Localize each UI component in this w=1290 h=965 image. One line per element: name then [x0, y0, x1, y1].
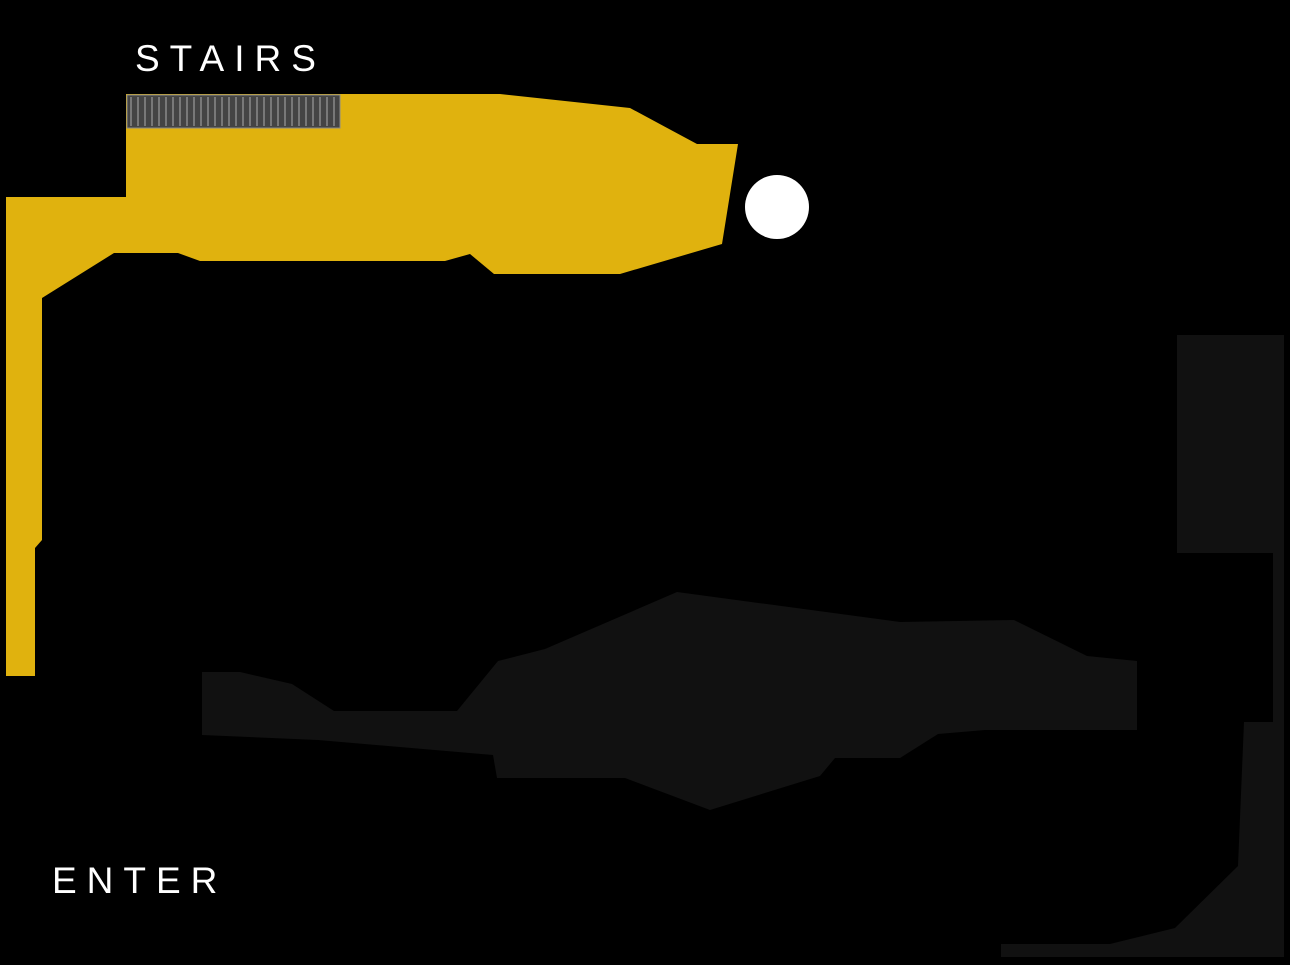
stairs-box [126, 94, 341, 129]
stairs-label: STAIRS [135, 38, 326, 79]
dark-right-wall [1001, 335, 1284, 957]
enter-label: ENTER [52, 860, 228, 901]
explored-region [6, 94, 738, 676]
stairs-steps [130, 97, 335, 126]
explored-upper-corridor [6, 94, 738, 676]
player-marker-icon [745, 175, 809, 239]
stairs-icon[interactable] [126, 94, 341, 129]
unexplored-region [202, 335, 1284, 957]
dark-central-chamber [202, 592, 1137, 810]
